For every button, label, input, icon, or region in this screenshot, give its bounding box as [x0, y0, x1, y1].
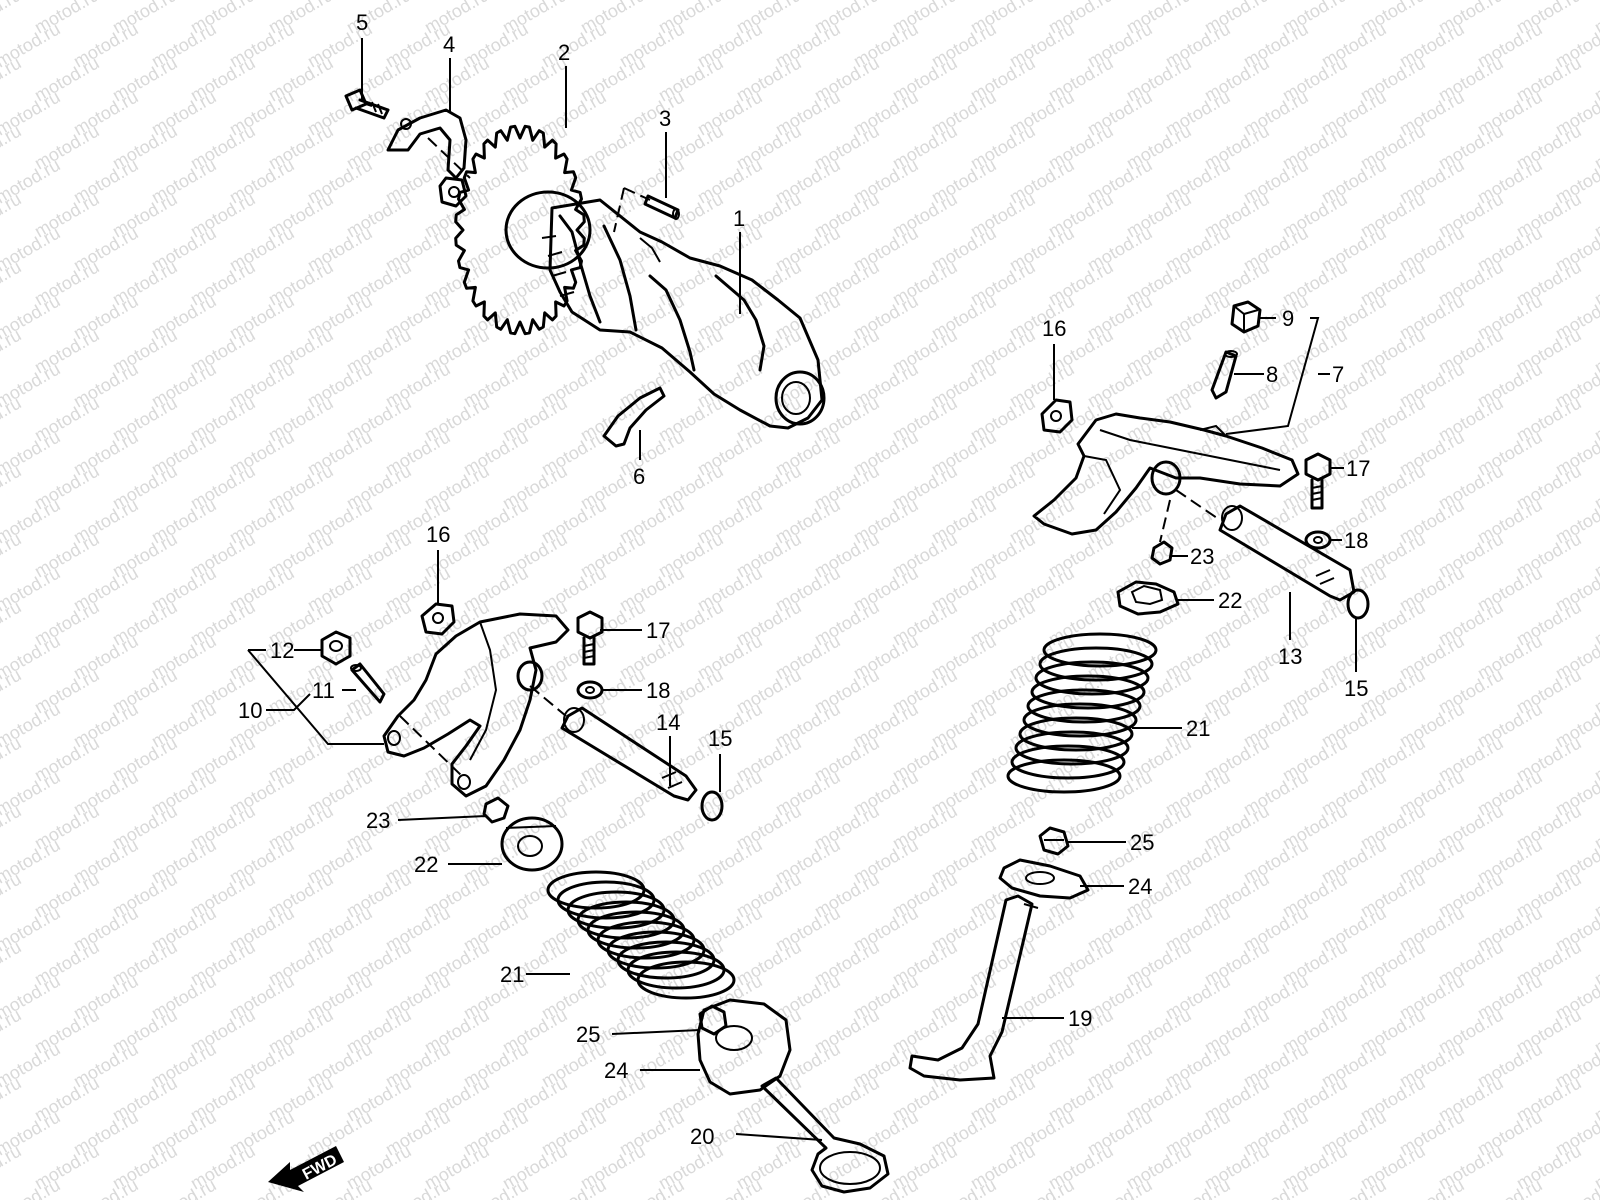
- watermark-text: motod.ru: [928, 1175, 1000, 1200]
- callout-12: 12: [270, 638, 294, 663]
- watermark-text: motod.ru: [850, 1175, 922, 1200]
- watermark-text: motod.ru: [70, 1175, 142, 1200]
- callout-18-right: 18: [1344, 528, 1368, 553]
- spring-coil: [1038, 646, 1154, 682]
- watermark-text: motod.ru: [1006, 1175, 1078, 1200]
- callout-25-left: 25: [576, 1022, 600, 1047]
- callout-17-left: 17: [646, 618, 670, 643]
- callout-11: 11: [312, 678, 335, 703]
- callout-24-left: 24: [604, 1058, 628, 1083]
- spring-coil: [1030, 674, 1146, 710]
- watermark-text: motod.ru: [148, 1175, 220, 1200]
- watermark-text: motod.ru: [772, 1175, 844, 1200]
- pin-part-3: [613, 187, 680, 233]
- callout-20: 20: [690, 1124, 714, 1149]
- rocker-arm-part-7: [1032, 412, 1300, 536]
- spring-coil: [1042, 632, 1158, 668]
- callout-15-right: 15: [1344, 676, 1368, 701]
- lock-washer-part-16-right: [1040, 398, 1074, 434]
- camshaft-part-1: [541, 198, 826, 430]
- watermark-text: motod.ru: [694, 1175, 766, 1200]
- leader-lines: [247, 38, 1357, 1141]
- callout-13: 13: [1278, 644, 1302, 669]
- callout-22-left: 22: [414, 852, 438, 877]
- callout-5: 5: [356, 10, 368, 35]
- watermark-text: motod.ru: [382, 1175, 454, 1200]
- callout-14: 14: [656, 710, 680, 735]
- watermark-text: motod.ru: [1396, 1175, 1468, 1200]
- cotter-part-23-right: [1150, 499, 1174, 566]
- spring-coil: [1026, 688, 1142, 724]
- callout-16-right: 16: [1042, 316, 1066, 341]
- cotter-part-23-left: [482, 796, 510, 824]
- rocker-arm-part-10: [382, 612, 570, 798]
- rocker-shaft-part-14: [529, 685, 698, 802]
- spring-coil: [1014, 730, 1130, 766]
- cam-chain-guide-part-4: [386, 108, 471, 208]
- spring-retainer-part-22-left: [500, 816, 564, 872]
- intake-valve-part-20: [760, 1076, 890, 1194]
- callout-21-right: 21: [1186, 716, 1210, 741]
- callout-23-left: 23: [366, 808, 390, 833]
- adjusting-screw-part-8: [1210, 350, 1238, 400]
- o-ring-part-15-left: [700, 790, 724, 822]
- bolt-part-17-left: [576, 610, 604, 666]
- valve-spring-part-21-left: [546, 870, 736, 1000]
- callout-16-left: 16: [426, 522, 450, 547]
- callout-7: 7: [1332, 362, 1344, 387]
- callout-21-left: 21: [500, 962, 524, 987]
- spring-retainer-part-22-right: [1116, 580, 1180, 616]
- spring-coil: [1034, 660, 1150, 696]
- watermark-text: motod.ru: [1240, 1175, 1312, 1200]
- watermark-text: motod.ru: [1318, 1175, 1390, 1200]
- callout-25-right: 25: [1130, 830, 1154, 855]
- callout-15-left: 15: [708, 726, 732, 751]
- spring-coil: [1010, 744, 1126, 780]
- spring-coil: [1022, 702, 1138, 738]
- callout-3: 3: [659, 106, 671, 131]
- o-ring-part-15-right: [1346, 588, 1370, 620]
- callout-18-left: 18: [646, 678, 670, 703]
- callout-10: 10: [238, 698, 262, 723]
- watermark-text: motod.ru: [460, 1175, 532, 1200]
- callout-4: 4: [443, 32, 455, 57]
- callout-6: 6: [633, 464, 645, 489]
- callout-22-right: 22: [1218, 588, 1242, 613]
- o-ring-part-6: [602, 386, 666, 448]
- watermark-text: motod.ru: [1591, 0, 1600, 37]
- callout-19: 19: [1068, 1006, 1092, 1031]
- nut-part-12: [320, 630, 352, 666]
- callout-9: 9: [1282, 306, 1294, 331]
- cotter-part-25-right: [1038, 826, 1070, 856]
- callout-labels: 5 4 2 3 1 6 16 9 8 7 17 18 23 22 13 15 2…: [238, 10, 1370, 1149]
- bolt-part-5: [344, 88, 390, 120]
- rocker-shaft-part-13: [1175, 489, 1356, 602]
- callout-8: 8: [1266, 362, 1278, 387]
- callout-1: 1: [733, 206, 745, 231]
- callout-23-right: 23: [1190, 544, 1214, 569]
- watermark-text: motod.ru: [538, 1175, 610, 1200]
- watermark-text: motod.ru: [1162, 1175, 1234, 1200]
- lock-washer-part-16-left: [420, 602, 456, 636]
- spring-coil: [1018, 716, 1134, 752]
- spring-coil: [636, 960, 736, 1000]
- nut-part-9: [1230, 300, 1262, 334]
- callout-24-right: 24: [1128, 874, 1152, 899]
- cam-sprocket-part-2: [454, 124, 592, 336]
- watermark-text: motod.ru: [1084, 1175, 1156, 1200]
- spring-coil: [1006, 758, 1122, 794]
- callout-17-right: 17: [1346, 456, 1370, 481]
- valve-spring-part-21-right: [1006, 632, 1158, 794]
- spring-seat-part-24-right: [998, 858, 1090, 900]
- adjusting-screw-part-11: [350, 662, 386, 704]
- watermark-text: motod.ru: [1474, 1175, 1546, 1200]
- bolt-part-17-right: [1304, 452, 1332, 510]
- callout-2: 2: [558, 40, 570, 65]
- exhaust-valve-part-19: [908, 894, 1039, 1082]
- watermark-text: motod.ru: [616, 1175, 688, 1200]
- watermark-text: motod.ru: [0, 0, 25, 37]
